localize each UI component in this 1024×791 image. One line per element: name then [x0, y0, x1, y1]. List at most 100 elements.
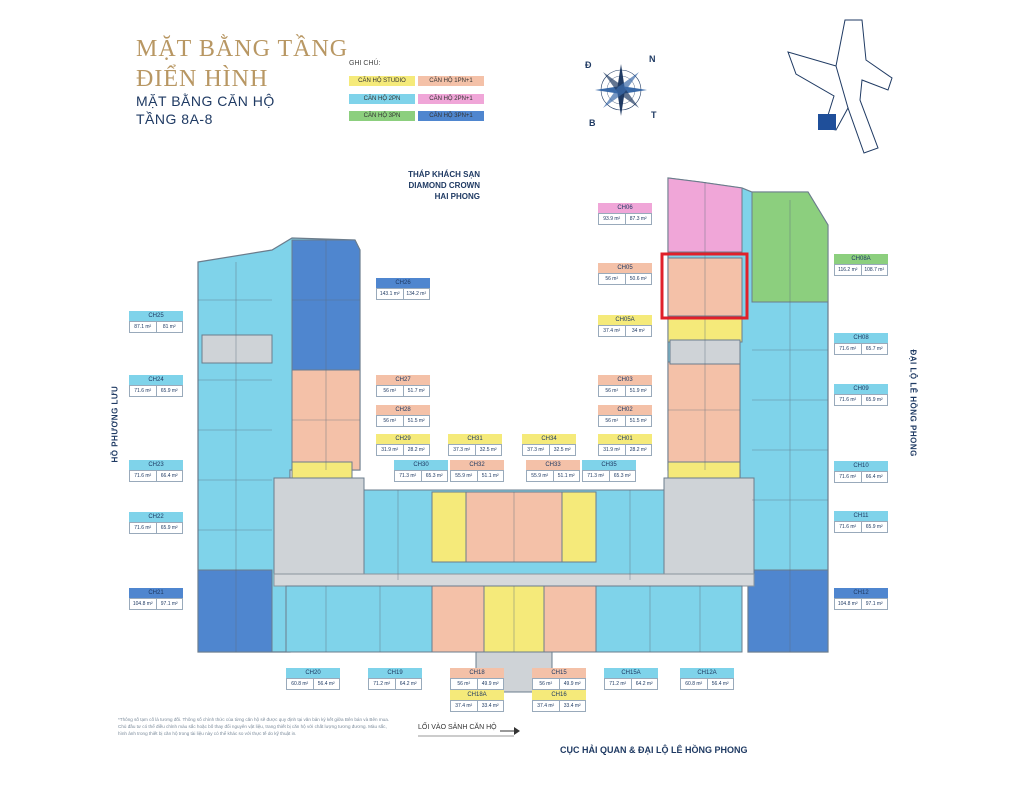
legend-title: GHI CHÚ: [349, 60, 381, 67]
right-side-label: ĐẠI LỘ LÊ HỒNG PHONG [908, 349, 918, 457]
unit-name: CH16 [532, 690, 586, 700]
unit-name: CH27 [376, 375, 430, 385]
legend-item: CĂN HỘ STUDIO [349, 76, 415, 86]
unit-area-gross: 37.4 m² [599, 326, 626, 336]
unit-name: CH15 [532, 668, 586, 678]
unit-area-net: 51.5 m² [629, 418, 647, 424]
unit-area-gross: 71.6 m² [835, 522, 862, 532]
unit-name: CH34 [522, 434, 576, 444]
unit-area-gross: 60.8 m² [287, 679, 314, 689]
legend-item: CĂN HỘ 3PN [349, 111, 415, 121]
unit-area-net: 49.9 m² [563, 681, 581, 687]
unit-name: CH08A [834, 254, 888, 264]
unit-area-gross: 71.2 m² [605, 679, 632, 689]
unit-area-net: 51.1 m² [557, 473, 575, 479]
legend-item: CĂN HỘ 1PN+1 [418, 76, 484, 86]
unit-area-gross: 71.6 m² [130, 471, 157, 481]
unit-area-gross: 116.2 m² [835, 265, 862, 275]
unit-area-gross: 71.2 m² [369, 679, 396, 689]
unit-area-net: 87.3 m² [629, 216, 647, 222]
unit-area-gross: 37.3 m² [523, 445, 550, 455]
unit-name: CH05 [598, 263, 652, 273]
unit-area-gross: 56 m² [377, 416, 404, 426]
highlight-box [660, 252, 749, 320]
compass-t: T [651, 110, 657, 120]
unit-area-gross: 71.6 m² [835, 472, 862, 482]
unit-area-net: 66.4 m² [865, 474, 883, 480]
unit-area-gross: 56 m² [599, 274, 626, 284]
unit-name: CH18 [450, 668, 504, 678]
compass-d: Đ [585, 60, 592, 70]
unit-area-net: 50.6 m² [629, 276, 647, 282]
unit-area-net: 51.9 m² [629, 388, 647, 394]
unit-name: CH11 [834, 511, 888, 521]
key-plan-icon [787, 19, 893, 154]
unit-area-net: 32.5 m² [479, 447, 497, 453]
compass-b: B [589, 118, 596, 128]
unit-area-net: 66.4 m² [160, 473, 178, 479]
page-subtitle: MẶT BẰNG CĂN HỘ TẦNG 8A-8 [136, 92, 275, 128]
unit-name: CH26 [376, 278, 430, 288]
unit-name: CH32 [450, 460, 504, 470]
unit-area-gross: 93.9 m² [599, 214, 626, 224]
unit-area-net: 28.2 m² [407, 447, 425, 453]
unit-area-gross: 71.3 m² [395, 471, 422, 481]
unit-name: CH01 [598, 434, 652, 444]
unit-name: CH08 [834, 333, 888, 343]
unit-area-net: 33.4 m² [563, 703, 581, 709]
unit-name: CH30 [394, 460, 448, 470]
unit-name: CH33 [526, 460, 580, 470]
unit-area-net: 51.7 m² [407, 388, 425, 394]
unit-name: CH02 [598, 405, 652, 415]
unit-name: CH22 [129, 512, 183, 522]
unit-area-net: 28.2 m² [629, 447, 647, 453]
unit-area-gross: 71.6 m² [835, 395, 862, 405]
unit-area-net: 65.7 m² [865, 346, 883, 352]
unit-area-gross: 143.1 m² [377, 289, 404, 299]
unit-area-gross: 37.3 m² [449, 445, 476, 455]
page-title: MẶT BẰNG TẦNG ĐIỂN HÌNH [136, 34, 348, 94]
subtitle-line2: TẦNG 8A-8 [136, 111, 213, 127]
unit-area-gross: 37.4 m² [451, 701, 478, 711]
unit-name: CH06 [598, 203, 652, 213]
unit-name: CH21 [129, 588, 183, 598]
